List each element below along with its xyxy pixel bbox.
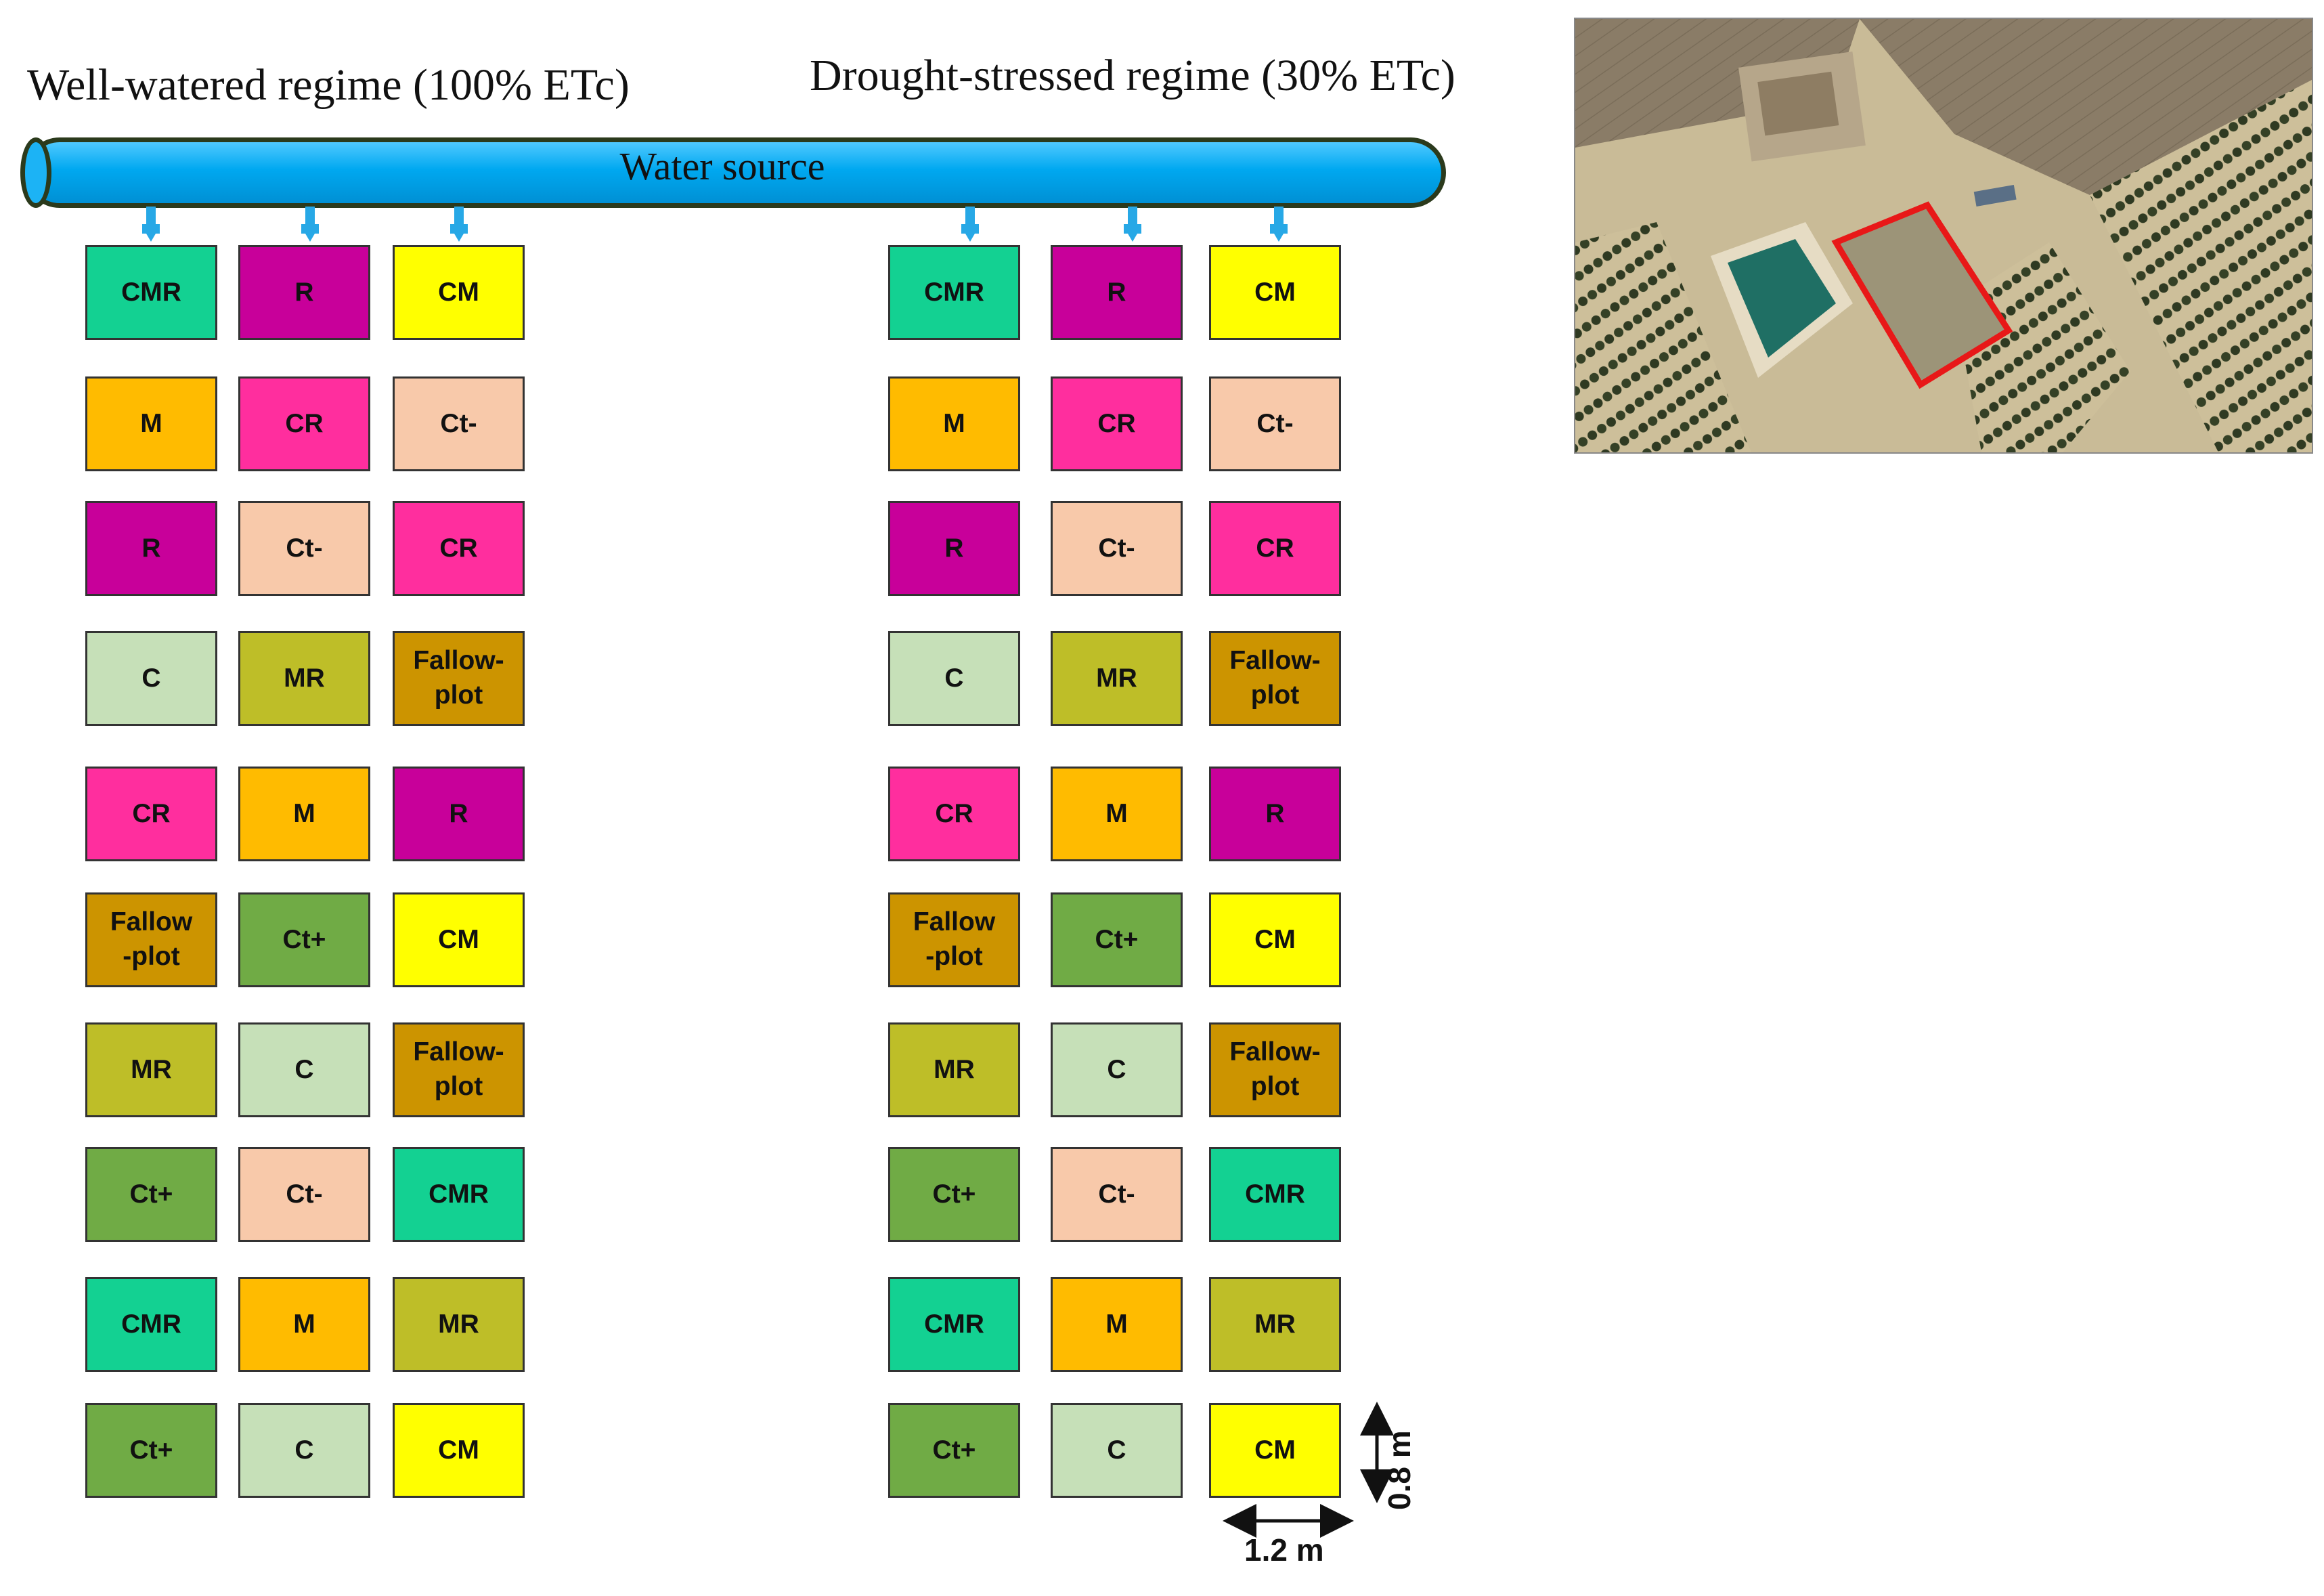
- plot-cmr-well-watered: CMR: [85, 245, 217, 340]
- aerial-photo-illustration: [1575, 19, 2312, 452]
- plot-c-well-watered: C: [85, 631, 217, 726]
- plot-ct-minus-well-watered: Ct-: [393, 376, 525, 471]
- plot-r-well-watered: R: [238, 245, 370, 340]
- plot-m-well-watered: M: [85, 376, 217, 471]
- plot-ct-minus-drought-stressed: Ct-: [1209, 376, 1341, 471]
- plot-m-drought-stressed: M: [1051, 767, 1183, 861]
- plot-r-well-watered: R: [85, 501, 217, 596]
- water-source-pipe: [24, 137, 1446, 208]
- plot-fallow-drought-stressed: Fallow -plot: [888, 892, 1020, 987]
- drought-stressed-regime-title: Drought-stressed regime (30% ETc): [810, 51, 1455, 100]
- plot-cm-well-watered: CM: [393, 1403, 525, 1498]
- plot-fallow-well-watered: Fallow -plot: [85, 892, 217, 987]
- plot-fallow-well-watered: Fallow- plot: [393, 631, 525, 726]
- plot-cmr-drought-stressed: CMR: [1209, 1147, 1341, 1242]
- plot-r-drought-stressed: R: [1209, 767, 1341, 861]
- plot-fallow-drought-stressed: Fallow- plot: [1209, 631, 1341, 726]
- valve-icon: [142, 207, 160, 242]
- plot-mr-drought-stressed: MR: [1209, 1277, 1341, 1372]
- plot-r-drought-stressed: R: [888, 501, 1020, 596]
- plot-cmr-well-watered: CMR: [85, 1277, 217, 1372]
- plot-ct-minus-well-watered: Ct-: [238, 501, 370, 596]
- plot-cr-drought-stressed: CR: [1051, 376, 1183, 471]
- valve-icon: [301, 207, 319, 242]
- plot-cr-well-watered: CR: [393, 501, 525, 596]
- plot-ct-minus-drought-stressed: Ct-: [1051, 1147, 1183, 1242]
- plot-mr-drought-stressed: MR: [1051, 631, 1183, 726]
- plot-cr-drought-stressed: CR: [888, 767, 1020, 861]
- plot-ct-minusplus-well-watered: Ct+: [85, 1147, 217, 1242]
- water-source-label: Water source: [619, 144, 825, 188]
- plot-height-label: 0.8 m: [1382, 1430, 1417, 1510]
- valve-icon: [961, 207, 979, 242]
- plot-cmr-well-watered: CMR: [393, 1147, 525, 1242]
- plot-ct-minusplus-well-watered: Ct+: [85, 1403, 217, 1498]
- plot-mr-well-watered: MR: [393, 1277, 525, 1372]
- aerial-site-photo: [1574, 18, 2313, 454]
- plot-ct-minus-drought-stressed: Ct-: [1051, 501, 1183, 596]
- plot-ct-minusplus-well-watered: Ct+: [238, 892, 370, 987]
- plot-mr-drought-stressed: MR: [888, 1022, 1020, 1117]
- plot-cm-well-watered: CM: [393, 245, 525, 340]
- plot-cm-well-watered: CM: [393, 892, 525, 987]
- plot-c-drought-stressed: C: [1051, 1403, 1183, 1498]
- plot-ct-minusplus-drought-stressed: Ct+: [1051, 892, 1183, 987]
- plot-m-drought-stressed: M: [888, 376, 1020, 471]
- plot-width-label: 1.2 m: [1244, 1532, 1324, 1568]
- valve-icon: [450, 207, 468, 242]
- plot-cr-well-watered: CR: [85, 767, 217, 861]
- plot-c-well-watered: C: [238, 1403, 370, 1498]
- plot-r-well-watered: R: [393, 767, 525, 861]
- plot-fallow-well-watered: Fallow- plot: [393, 1022, 525, 1117]
- plot-cmr-drought-stressed: CMR: [888, 1277, 1020, 1372]
- plot-mr-well-watered: MR: [85, 1022, 217, 1117]
- plot-cr-well-watered: CR: [238, 376, 370, 471]
- plot-ct-minusplus-drought-stressed: Ct+: [888, 1403, 1020, 1498]
- plot-ct-minus-well-watered: Ct-: [238, 1147, 370, 1242]
- plot-ct-minusplus-drought-stressed: Ct+: [888, 1147, 1020, 1242]
- well-watered-regime-title: Well-watered regime (100% ETc): [27, 60, 630, 110]
- plot-c-drought-stressed: C: [1051, 1022, 1183, 1117]
- pipe-end-cap: [20, 137, 51, 208]
- plot-cr-drought-stressed: CR: [1209, 501, 1341, 596]
- plot-cm-drought-stressed: CM: [1209, 892, 1341, 987]
- plot-m-well-watered: M: [238, 767, 370, 861]
- plot-cm-drought-stressed: CM: [1209, 1403, 1341, 1498]
- plot-c-drought-stressed: C: [888, 631, 1020, 726]
- plot-mr-well-watered: MR: [238, 631, 370, 726]
- plot-r-drought-stressed: R: [1051, 245, 1183, 340]
- plot-fallow-drought-stressed: Fallow- plot: [1209, 1022, 1341, 1117]
- plot-m-drought-stressed: M: [1051, 1277, 1183, 1372]
- valve-icon: [1124, 207, 1141, 242]
- plot-cm-drought-stressed: CM: [1209, 245, 1341, 340]
- plot-cmr-drought-stressed: CMR: [888, 245, 1020, 340]
- valve-icon: [1270, 207, 1288, 242]
- plot-m-well-watered: M: [238, 1277, 370, 1372]
- plot-c-well-watered: C: [238, 1022, 370, 1117]
